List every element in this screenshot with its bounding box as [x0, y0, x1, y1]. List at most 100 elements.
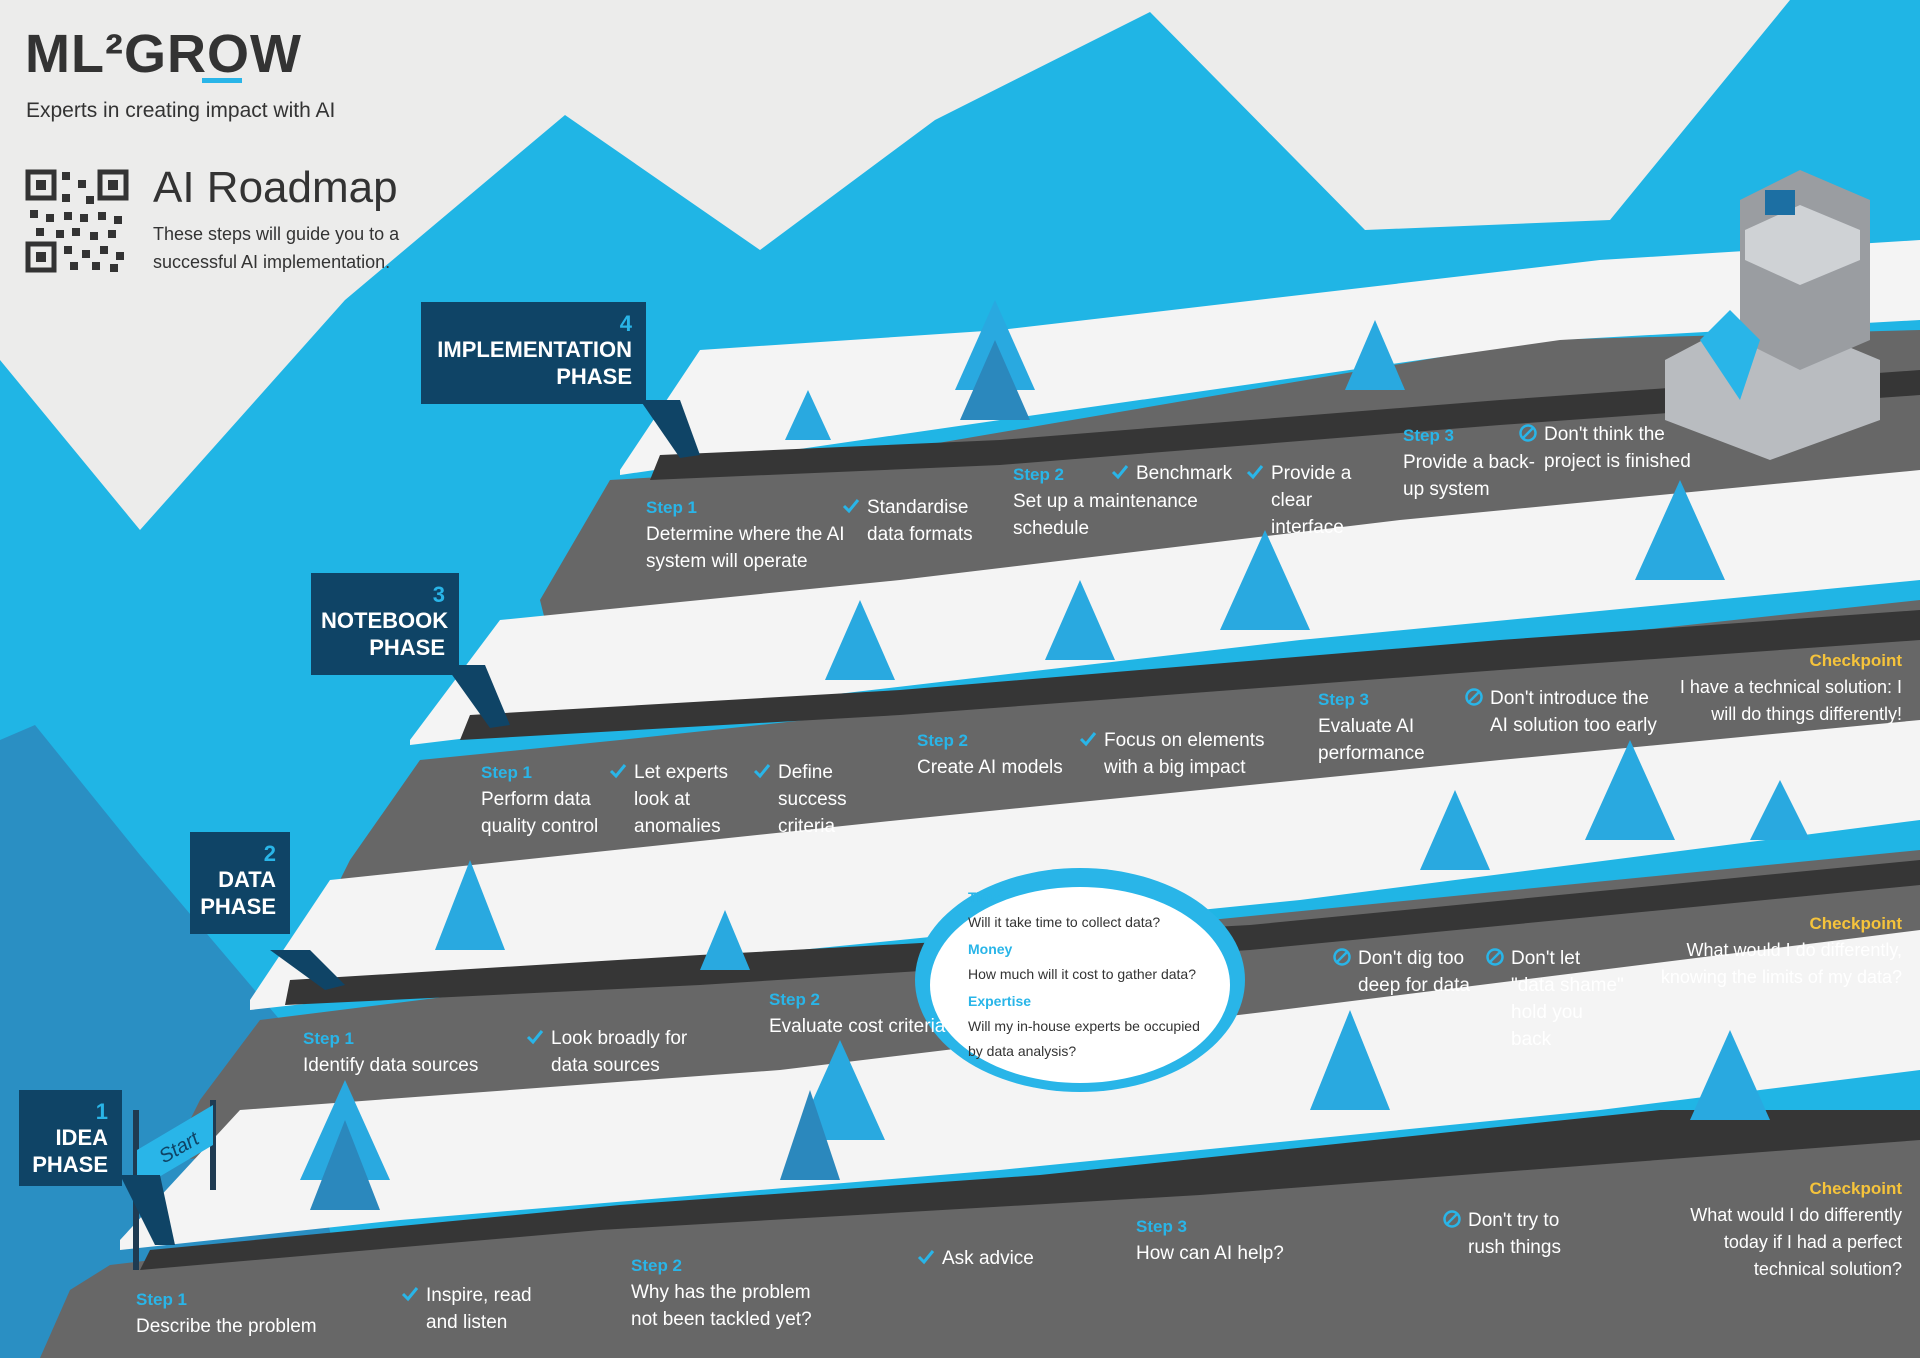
data-step2: Step 2 Evaluate cost criteria: [769, 986, 969, 1040]
tip-text: Don't let "data shame" hold you back: [1511, 948, 1624, 1050]
check-icon: [1246, 465, 1264, 480]
step-label: Step 3: [1318, 690, 1370, 709]
tree: [1345, 320, 1405, 390]
implementation-tip4: Don't think the project is finished: [1518, 421, 1698, 475]
tree: [1420, 790, 1490, 870]
brand-logo: ML²GROW: [25, 24, 302, 84]
idea-step3: Step 3 How can AI help?: [1136, 1213, 1316, 1267]
notebook-step1: Step 1 Perform data quality control: [481, 759, 641, 840]
tree: [785, 390, 831, 440]
phase-number: 1: [95, 1099, 108, 1124]
logo-underline: [202, 78, 242, 83]
idea-checkpoint: Checkpoint What would I do differently t…: [1660, 1175, 1902, 1283]
step-text: Provide a back-up system: [1403, 452, 1536, 500]
tree-group: [300, 300, 1810, 1210]
tip-text: Benchmark: [1136, 463, 1233, 484]
cloud-question: Will it take time to collect data?: [968, 914, 1161, 930]
step-label: Step 2: [631, 1256, 683, 1275]
tree: [1635, 480, 1725, 580]
tip-text: Ask advice: [942, 1248, 1034, 1269]
qr-code: [25, 169, 129, 273]
step-label: Step 1: [481, 763, 533, 782]
notebook-checkpoint: Checkpoint I have a technical solution: …: [1662, 647, 1902, 728]
road-notebook: [460, 610, 1920, 740]
phase-number: 3: [432, 582, 445, 607]
step-text: Create AI models: [917, 757, 1063, 778]
no-icon: [1486, 948, 1504, 966]
page-title: AI Roadmap: [153, 163, 398, 212]
phase-number: 4: [619, 311, 632, 336]
no-icon: [1443, 1210, 1461, 1228]
no-icon: [1465, 688, 1483, 706]
phase-name: DATA: [218, 867, 276, 892]
tip-text: Don't dig too deep for data: [1358, 948, 1470, 996]
step-text: Describe the problem: [136, 1316, 317, 1337]
notebook-step2: Step 2 Create AI models: [917, 727, 1087, 781]
idea-tip2: Ask advice: [916, 1245, 1076, 1272]
data-tip2: Don't dig too deep for data: [1332, 945, 1482, 999]
check-icon: [842, 499, 860, 514]
phase-name: PHASE: [200, 894, 276, 919]
checkpoint-label: Checkpoint: [1809, 914, 1902, 933]
step-text: Perform data quality control: [481, 789, 599, 837]
tip-text: Provide a clear interface: [1271, 463, 1352, 538]
step-label: Step 1: [646, 498, 698, 517]
tree: [960, 340, 1030, 420]
slab-notebook: [410, 470, 1920, 745]
cloud-expertise: Expertise Will my in-house experts be oc…: [968, 989, 1218, 1064]
implementation-step3: Step 3 Provide a back-up system: [1403, 422, 1543, 503]
step-label: Step 1: [136, 1290, 188, 1309]
check-icon: [753, 764, 771, 779]
road-idea: [140, 1110, 1920, 1270]
tip-text: Define success criteria: [778, 762, 847, 837]
implementation-tip3: Provide a clear interface: [1245, 460, 1385, 541]
data-step1: Step 1 Identify data sources: [303, 1025, 503, 1079]
tip-text: Focus on elements with a big impact: [1104, 730, 1265, 778]
cloud-time: Time Will it take time to collect data?: [968, 885, 1208, 935]
phase-name: NOTEBOOK: [321, 608, 449, 633]
implementation-step1: Step 1 Determine where the AI system wil…: [646, 494, 866, 575]
slab-implementation: [620, 240, 1920, 475]
tree: [825, 600, 895, 680]
check-icon: [1111, 465, 1129, 480]
notebook-tip4: Don't introduce the AI solution too earl…: [1464, 685, 1664, 739]
check-icon: [526, 1030, 544, 1045]
notebook-tip2: Define success criteria: [752, 759, 852, 840]
slab-data: [250, 720, 1920, 1010]
checkpoint-label: Checkpoint: [1809, 1179, 1902, 1198]
road-implementation: [650, 370, 1920, 480]
cloud-heading: Time: [968, 889, 1001, 905]
phase-name: IDEA: [55, 1125, 108, 1150]
temple-illustration: [1665, 170, 1880, 460]
check-icon: [917, 1250, 935, 1265]
idea-step2: Step 2 Why has the problem not been tack…: [631, 1252, 831, 1333]
tip-text: Standardise data formats: [867, 497, 973, 545]
phase-label-implementation: 4 IMPLEMENTATION PHASE: [421, 302, 646, 404]
page-subtitle: These steps will guide you to a successf…: [153, 224, 400, 272]
no-icon: [1519, 424, 1537, 442]
data-tip1: Look broadly for data sources: [525, 1025, 695, 1079]
road-data: [285, 860, 1920, 1005]
cloud-money: Money How much will it cost to gather da…: [968, 937, 1218, 987]
tree: [1045, 580, 1115, 660]
implementation-step2: Step 2 Set up a maintenance schedule: [1013, 461, 1213, 542]
data-checkpoint: Checkpoint What would I do differently, …: [1642, 910, 1902, 991]
idea-tip1: Inspire, read and listen: [400, 1282, 560, 1336]
tree: [1220, 530, 1310, 630]
check-icon: [401, 1287, 419, 1302]
phase-name: PHASE: [32, 1152, 108, 1177]
step-label: Step 3: [1136, 1217, 1188, 1236]
check-icon: [609, 764, 627, 779]
tree: [780, 1090, 840, 1180]
step-text: Why has the problem not been tackled yet…: [631, 1282, 812, 1330]
step-text: Evaluate cost criteria: [769, 1016, 946, 1037]
tip-text: Don't introduce the AI solution too earl…: [1490, 688, 1657, 736]
tip-text: Look broadly for data sources: [551, 1028, 688, 1076]
step-text: Determine where the AI system will opera…: [646, 524, 845, 572]
tip-text: Don't think the project is finished: [1544, 424, 1691, 472]
step-label: Step 3: [1403, 426, 1455, 445]
step-label: Step 2: [769, 990, 821, 1009]
tree: [1585, 740, 1675, 840]
tree: [435, 860, 505, 950]
